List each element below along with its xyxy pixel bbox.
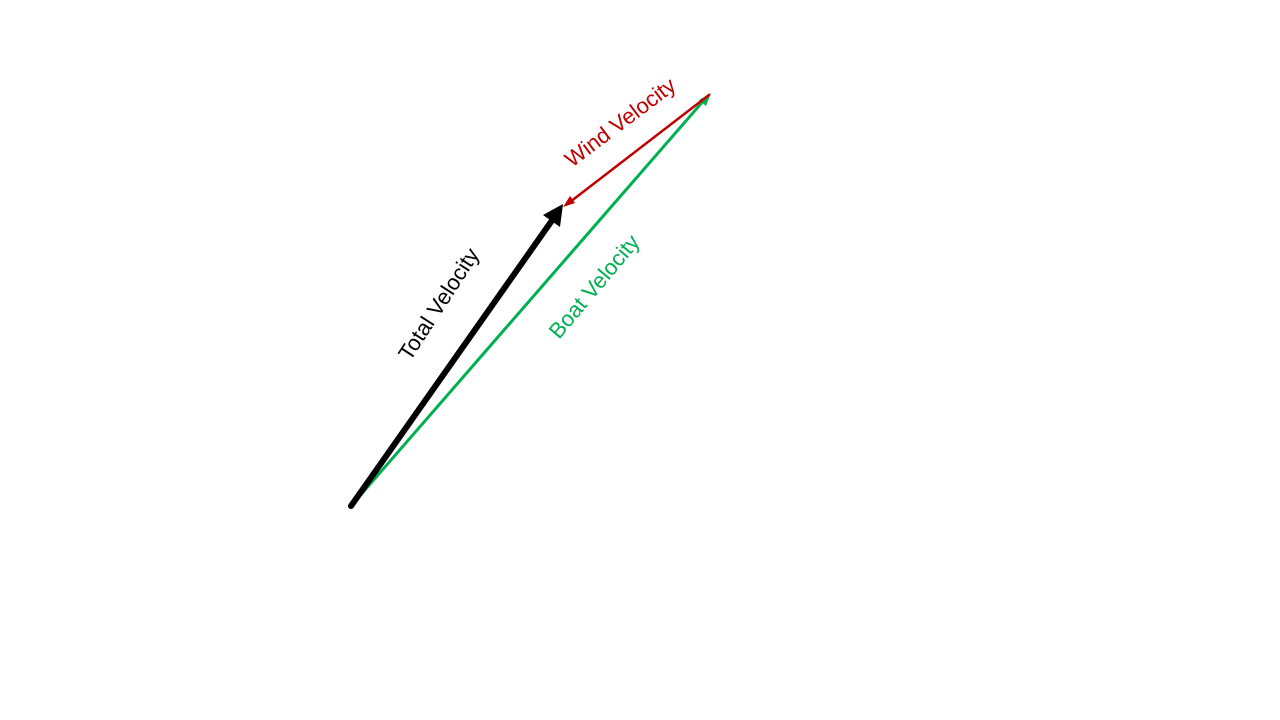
- wind-velocity-shaft: [568, 93, 711, 204]
- boat-velocity-shaft: [349, 97, 707, 508]
- total-velocity-vector: [348, 204, 563, 509]
- wind-velocity-vector: [563, 93, 711, 207]
- wind-velocity-arrowhead: [563, 196, 575, 207]
- boat-velocity-vector: [349, 93, 711, 508]
- wind-velocity-label: Wind Velocity: [560, 73, 681, 172]
- total-velocity-label: Total Velocity: [393, 243, 484, 364]
- total-velocity-shaft: [348, 216, 556, 509]
- boat-velocity-label: Boat Velocity: [544, 230, 645, 344]
- total-velocity-arrowhead: [543, 204, 563, 227]
